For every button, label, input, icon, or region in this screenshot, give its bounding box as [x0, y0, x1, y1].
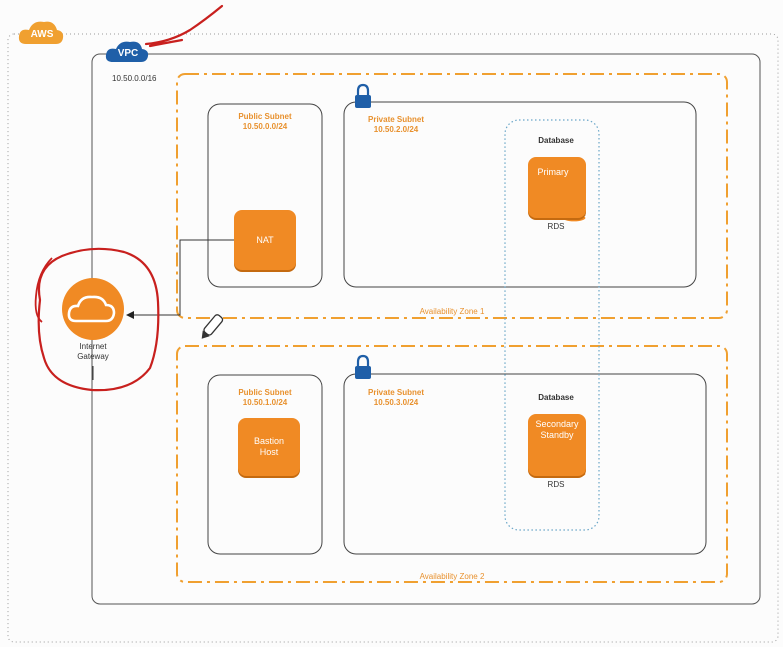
arrow-head-icon [126, 311, 134, 319]
lock-icon [355, 83, 371, 108]
private-subnet-1-cidr: 10.50.2.0/24 [373, 125, 419, 134]
database-group-boundary [504, 119, 600, 531]
public-subnet-2-cidr: 10.50.1.0/24 [242, 398, 288, 407]
private-subnet-1 [343, 101, 697, 288]
availability-zone-2-label: Availability Zone 2 [419, 572, 485, 581]
database-2-title: Database [538, 393, 574, 402]
public-subnet-1-title: Public Subnet [238, 112, 292, 121]
igw-label-line2: Gateway [77, 352, 109, 361]
private-subnet-2 [343, 373, 707, 555]
rds-primary-engine: RDS [547, 222, 565, 231]
lock-icon [355, 354, 371, 379]
database-1-title: Database [538, 136, 574, 145]
availability-zone-1-label: Availability Zone 1 [419, 307, 485, 316]
availability-zone-2 [176, 345, 728, 583]
public-subnet-2 [207, 374, 323, 555]
public-subnet-1-cidr: 10.50.0.0/24 [242, 122, 288, 131]
bastion-label-line1: Bastion [253, 436, 285, 446]
rds-standby-role-line2: Standby [540, 430, 574, 440]
vpc-boundary [91, 53, 761, 605]
private-subnet-2-cidr: 10.50.3.0/24 [373, 398, 419, 407]
vpc-cloud-icon [105, 41, 149, 62]
annotation-circle-stroke [34, 257, 53, 323]
vpc-cidr: 10.50.0.0/16 [112, 74, 157, 83]
rds-standby-engine: RDS [547, 480, 565, 489]
rds-standby-role-line1: Secondary [535, 419, 579, 429]
internet-gateway-icon [62, 278, 124, 340]
vpc-label: VPC [117, 47, 139, 59]
public-subnet-2-title: Public Subnet [238, 388, 292, 397]
nat-to-igw-connector [132, 239, 234, 316]
nat-box: NAT [234, 210, 296, 270]
igw-label-line1: Internet [79, 342, 107, 351]
availability-zone-1 [176, 73, 728, 319]
annotation-circle [37, 247, 160, 392]
rds-primary-role: Primary [537, 167, 569, 177]
bastion-host-box: Bastion Host [238, 418, 300, 476]
rds-standby-box: Secondary Standby [528, 414, 586, 476]
bastion-label-line2: Host [259, 447, 279, 457]
private-subnet-2-title: Private Subnet [367, 388, 425, 397]
pen-cursor-icon [201, 314, 224, 339]
annotation-scribble [144, 4, 224, 48]
aws-label: AWS [30, 28, 54, 40]
aws-cloud-icon [18, 21, 64, 44]
private-subnet-1-title: Private Subnet [367, 115, 425, 124]
public-subnet-1 [207, 103, 323, 288]
rds-primary-box: Primary [528, 157, 586, 218]
nat-label: NAT [256, 234, 274, 245]
